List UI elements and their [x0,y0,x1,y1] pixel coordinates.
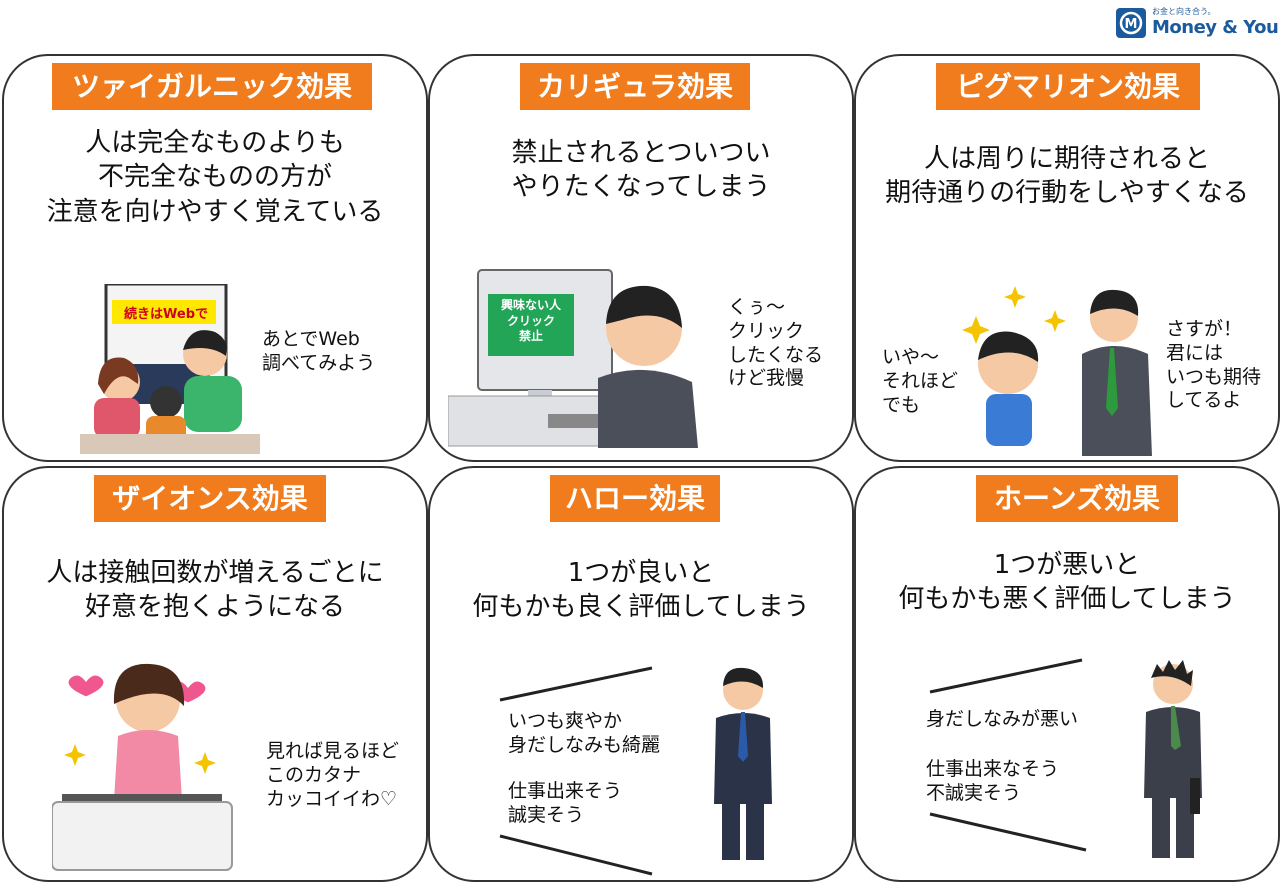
card-description: 禁止されるとついつい やりたくなってしまう [511,138,771,203]
speech-bubble: あとでWeb 調べてみよう [262,328,376,374]
card-description: 人は周りに期待されると 期待通りの行動をしやすくなる [885,144,1249,209]
card-zeigarnik-effect: ツァイガルニック効果 人は完全なものよりも 不完全なものの方が 注意を向けやすく… [2,54,428,462]
screen-caption: 興味ない人 クリック 禁止 [500,298,561,344]
sloppy-businessman-illustration [1138,658,1208,864]
card-description: 1つが良いと 何もかも良く評価してしまう [472,558,810,623]
speech-bubble-top: いつも爽やか 身だしなみも綺麗 [508,710,661,756]
card-title: カリギュラ効果 [520,63,750,110]
speech-bubble-boss: さすが！ 君には いつも期待 してるよ [1166,318,1262,412]
speech-bubble-top: 身だしなみが悪い [926,708,1079,730]
card-zajonc-effect: ザイオンス効果 人は接触回数が増えるごとに 好意を抱くようになる 見れば見るほど… [2,466,428,882]
svg-text:M: M [1125,17,1138,32]
card-title: ピグマリオン効果 [936,63,1200,110]
screen-caption: 続きはWebで [124,307,208,322]
woman-admiring-katana-illustration [52,650,242,872]
emphasis-lines [928,658,1088,854]
card-description: 人は完全なものよりも 不完全なものの方が 注意を向けやすく覚えている [46,128,384,227]
card-title: ザイオンス効果 [94,475,326,522]
card-horns-effect: ホーンズ効果 1つが悪いと 何もかも悪く評価してしまう 身だしなみが悪い 仕事出… [854,466,1280,882]
card-title: ハロー効果 [550,475,720,522]
card-title: ホーンズ効果 [976,475,1178,522]
speech-bubble: 見れば見るほど このカタナ カッコイイわ♡ [266,740,400,810]
card-caligula-effect: カリギュラ効果 禁止されるとついつい やりたくなってしまう 興味ない人 クリック… [428,54,854,462]
neat-businessman-illustration [708,664,778,864]
speech-bubble-bottom: 仕事出来なそう 不誠実そう [926,758,1060,804]
card-title: ツァイガルニック効果 [52,63,372,110]
boss-praising-child-illustration [952,278,1162,458]
speech-bubble-bottom: 仕事出来そう 誠実そう [508,780,623,826]
family-at-computer-illustration [80,284,260,454]
brand-logo: M お金と向き合う。 Money & You [1116,6,1279,40]
card-pygmalion-effect: ピグマリオン効果 人は周りに期待されると 期待通りの行動をしやすくなる いや～ … [854,54,1280,462]
brand-name: Money & You [1152,17,1279,38]
emphasis-lines [498,666,658,876]
speech-bubble-child: いや～ それほど でも [882,346,959,416]
brand-tagline: お金と向き合う。 [1152,7,1216,16]
card-description: 人は接触回数が増えるごとに 好意を抱くようになる [46,558,384,623]
card-halo-effect: ハロー効果 1つが良いと 何もかも良く評価してしまう いつも爽やか 身だしなみも… [428,466,854,882]
speech-bubble: くぅ～ クリック したくなる けど我慢 [728,296,824,390]
card-description: 1つが悪いと 何もかも悪く評価してしまう [898,550,1236,615]
money-and-you-logo-icon: M [1116,8,1146,38]
man-at-computer-illustration [448,268,708,448]
